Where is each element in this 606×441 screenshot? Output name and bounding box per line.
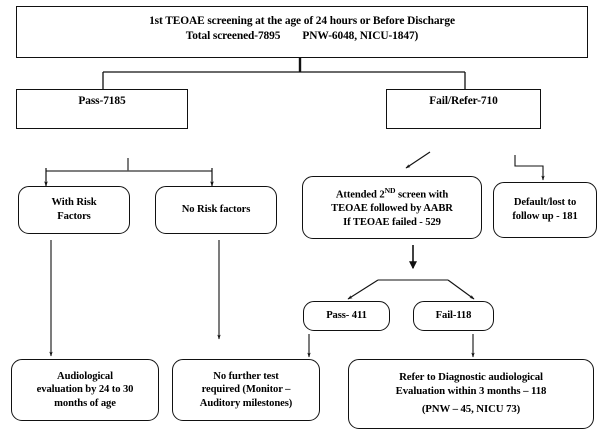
refer-line2: Evaluation within 3 months – 118 bbox=[395, 384, 547, 397]
edge-fail-attended bbox=[405, 151, 431, 169]
node-attended-second-screen: Attended 2ND screen with TEOAE followed … bbox=[302, 176, 482, 239]
edge-fail-default bbox=[514, 155, 545, 181]
screening-line1: 1st TEOAE screening at the age of 24 hou… bbox=[149, 15, 455, 27]
node-default-lost-to-followup: Default/lost to follow up - 181 bbox=[493, 182, 597, 238]
attended-line2: TEOAE followed by AABR bbox=[331, 202, 453, 214]
default-line1: Default/lost to bbox=[513, 197, 577, 209]
edge-screening-split bbox=[102, 58, 466, 89]
audio-line1: Audiological bbox=[57, 370, 113, 382]
fail-118-label: Fail-118 bbox=[435, 310, 472, 322]
fail-refer-label: Fail/Refer-710 bbox=[429, 95, 498, 107]
node-pass: Pass-7185 bbox=[16, 89, 188, 129]
attended-line1-b: screen with bbox=[395, 189, 449, 201]
audio-line2: evaluation by 24 to 30 bbox=[36, 384, 134, 396]
node-no-risk-factors: No Risk factors bbox=[155, 186, 277, 234]
node-no-further-test: No further test required (Monitor – Audi… bbox=[172, 359, 320, 421]
default-line2: follow up - 181 bbox=[512, 211, 578, 222]
attended-line3: If TEOAE failed - 529 bbox=[343, 216, 441, 228]
node-fail-118: Fail-118 bbox=[413, 301, 494, 331]
with-risk-line2: Factors bbox=[57, 211, 91, 222]
screening-breakdown: PNW-6048, NICU-1847) bbox=[302, 29, 419, 42]
refer-line1: Refer to Diagnostic audiological bbox=[399, 370, 543, 383]
nofurther-line3: Auditory milestones) bbox=[199, 397, 293, 409]
edge-attended-split bbox=[347, 245, 475, 300]
node-audiological-evaluation: Audiological evaluation by 24 to 30 mont… bbox=[11, 359, 159, 421]
no-risk-label: No Risk factors bbox=[181, 204, 251, 216]
audio-line3: months of age bbox=[54, 397, 116, 409]
screening-total: Total screened-7895 bbox=[185, 29, 281, 42]
nofurther-line2: required (Monitor – bbox=[201, 384, 291, 396]
nofurther-line1: No further test bbox=[213, 370, 279, 382]
node-pass-411: Pass- 411 bbox=[303, 301, 390, 331]
with-risk-line1: With Risk bbox=[51, 197, 97, 209]
refer-line3: (PNW – 45, NICU 73) bbox=[421, 403, 521, 416]
node-screening: 1st TEOAE screening at the age of 24 hou… bbox=[16, 6, 588, 58]
pass-411-label: Pass- 411 bbox=[326, 310, 367, 322]
attended-line1-a: Attended 2 bbox=[335, 189, 385, 201]
attended-ordinal-superscript: ND bbox=[384, 185, 396, 195]
pass-label: Pass-7185 bbox=[78, 95, 126, 107]
node-refer-diagnostic: Refer to Diagnostic audiological Evaluat… bbox=[348, 359, 594, 429]
edge-pass-risksplit bbox=[44, 158, 214, 187]
node-with-risk-factors: With Risk Factors bbox=[18, 186, 130, 234]
node-fail-refer: Fail/Refer-710 bbox=[386, 89, 541, 129]
